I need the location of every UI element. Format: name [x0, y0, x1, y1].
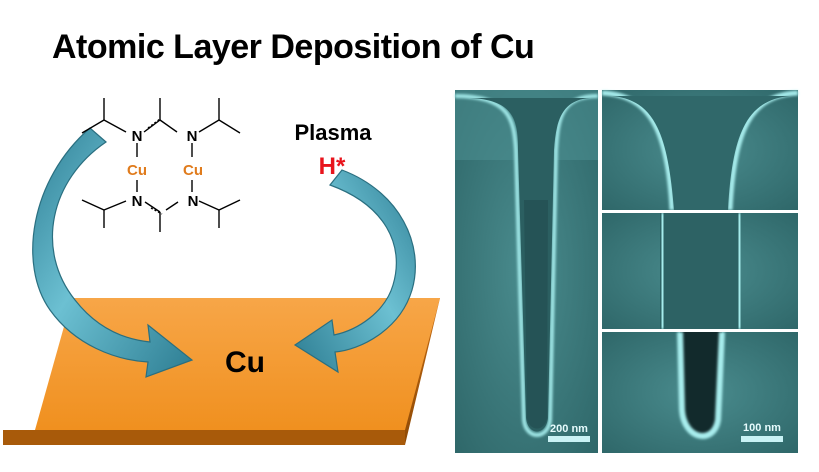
copper-substrate: Cu	[3, 298, 440, 445]
substrate-top-face	[35, 298, 440, 430]
sem-trench-bottom-image: 100 nm	[602, 331, 798, 453]
plasma-label: Plasma	[294, 120, 372, 145]
sem-trench-full-image: 200 nm	[454, 90, 599, 453]
scale-bar-200nm	[548, 436, 590, 442]
scale-label-100nm: 100 nm	[743, 422, 781, 434]
hydrogen-radical-label: H*	[319, 153, 346, 180]
substrate-label: Cu	[225, 346, 265, 379]
atom-cu-right: Cu	[183, 162, 203, 179]
atom-n-top-left: N	[132, 128, 143, 145]
sem-trench-top-image	[601, 90, 799, 211]
atom-n-bottom-left: N	[132, 193, 143, 210]
page-title: Atomic Layer Deposition of Cu	[52, 28, 535, 66]
atom-cu-left: Cu	[127, 162, 147, 179]
substrate-bottom-edge	[3, 430, 405, 445]
plasma-arrow	[293, 169, 416, 374]
atom-n-top-right: N	[187, 128, 198, 145]
sem-micrograph-panel: 200 nm 100 nm	[454, 90, 799, 453]
scale-label-200nm: 200 nm	[550, 423, 588, 435]
copper-amidinate-precursor	[81, 98, 241, 232]
precursor-arrow	[32, 127, 194, 378]
scale-bar-100nm	[741, 436, 783, 442]
atom-n-bottom-right: N	[188, 193, 199, 210]
sem-trench-middle-image	[602, 212, 798, 330]
precursor-atom-labels: N N Cu Cu N N	[127, 128, 203, 210]
